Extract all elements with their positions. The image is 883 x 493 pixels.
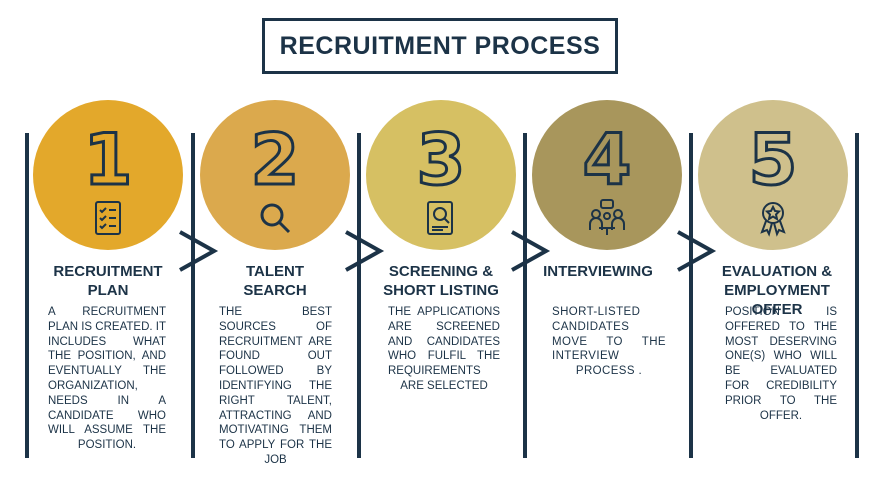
page-title: RECRUITMENT PROCESS (279, 31, 601, 60)
step-1-circle: 1 (33, 100, 183, 250)
step-3-description: The applications are screened and candid… (388, 306, 500, 392)
heading-line: SEARCH (243, 282, 307, 299)
step-2-heading: TALENT SEARCH (207, 262, 343, 300)
step-2-circle: 2 (200, 100, 350, 250)
divider-line (523, 133, 527, 458)
step-number: 1 (82, 119, 134, 202)
heading-line: PLAN (87, 282, 129, 299)
heading-line: SCREENING & (388, 263, 494, 280)
heading-line: INTERVIEWING (543, 263, 653, 280)
chevron-arrow-icon (345, 230, 385, 272)
step-3-heading: SCREENING & SHORT LISTING (373, 262, 509, 300)
heading-line: RECRUITMENT (53, 263, 163, 280)
step-4-description: Short-listed candidates move to the inte… (552, 306, 666, 378)
step-5-heading: EVALUATION & EMPLOYMENT OFFER (698, 262, 856, 319)
magnifier-icon (260, 203, 291, 234)
divider-line (689, 133, 693, 458)
step-number: 4 (581, 119, 633, 202)
step-4-heading: INTERVIEWING (530, 262, 666, 281)
chevron-arrow-icon (179, 230, 219, 272)
step-number: 5 (747, 119, 799, 202)
chevron-arrow-icon (677, 230, 717, 272)
step-3-circle: 3 (366, 100, 516, 250)
heading-line: EVALUATION & (721, 263, 833, 280)
step-2-description: The best sources of recruitment are foun… (219, 306, 332, 466)
heading-line: SHORT LISTING (383, 282, 499, 299)
document-search-icon (427, 201, 453, 235)
chevron-arrow-icon (511, 230, 551, 272)
divider-line (25, 133, 29, 458)
step-1-heading: RECRUITMENT PLAN (40, 262, 176, 300)
step-4-circle: 4 (532, 100, 682, 250)
step-1-description: A recruitment plan is created. It includ… (48, 306, 167, 452)
heading-line: TALENT (245, 263, 305, 280)
step-5-circle: 5 (698, 100, 848, 250)
title-box: RECRUITMENT PROCESS (262, 18, 618, 74)
heading-line: EMPLOYMENT OFFER (724, 282, 830, 318)
step-number: 2 (249, 119, 301, 202)
award-icon (760, 202, 786, 237)
step-5-description: Position is offered to the most deservin… (725, 306, 837, 422)
checklist-icon (95, 201, 121, 235)
interview-icon (589, 199, 625, 235)
divider-line (357, 133, 361, 458)
divider-line (855, 133, 859, 458)
divider-line (191, 133, 195, 458)
step-number: 3 (415, 119, 467, 202)
